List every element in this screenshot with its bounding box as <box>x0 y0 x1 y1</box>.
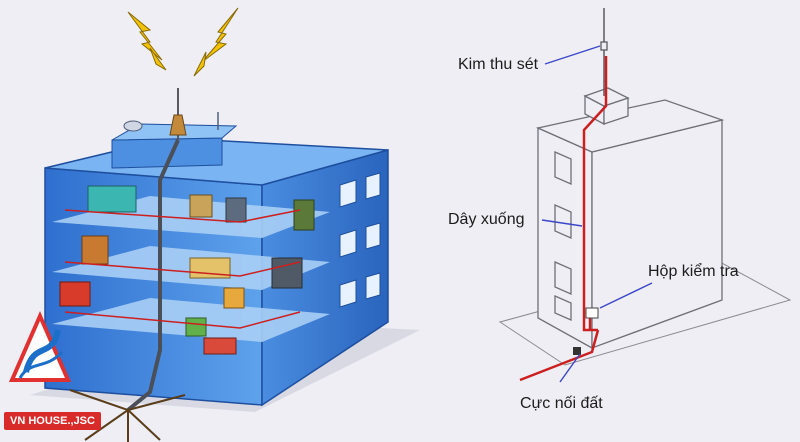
earth-rod-star <box>69 389 186 442</box>
lightning-bolt-icon <box>193 7 239 77</box>
company-name: VN HOUSE.,JSC <box>4 412 101 430</box>
equipment-boxes <box>59 185 315 355</box>
schematic-building <box>498 8 792 366</box>
cutaway-building <box>30 88 420 442</box>
side-windows <box>339 172 381 308</box>
down-conductor-label: Dây xuống <box>448 211 525 228</box>
test-box-label: Hộp kiểm tra <box>648 263 739 280</box>
lightning-bolt-icon <box>127 11 167 71</box>
air-terminal-label: Kim thu sét <box>458 56 539 73</box>
company-logo-icon <box>8 311 72 382</box>
earth-termination-label: Cực nối đất <box>520 395 603 412</box>
label-pointers <box>541 45 653 383</box>
earth-clamp <box>573 347 581 355</box>
test-box <box>585 307 599 319</box>
